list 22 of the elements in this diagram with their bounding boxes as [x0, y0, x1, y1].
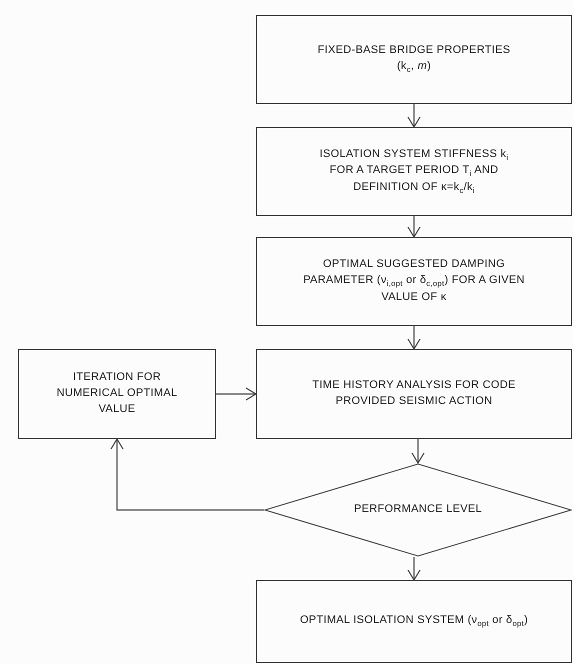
box-text: PERFORMANCE LEVEL [353, 502, 483, 518]
arrow [411, 439, 425, 464]
arrow [407, 216, 421, 238]
box-text: FIXED-BASE BRIDGE PROPERTIES [316, 43, 512, 58]
process-box [18, 349, 216, 439]
decision-diamond [264, 463, 572, 557]
box-text: OPTIMAL SUGGESTED DAMPING PARAMETER (ν$_{i,opt}$ or δ$_{c,opt}$) FOR A GIVEN VALUE OF κ [302, 257, 526, 305]
parameter-text: (k$_{c}$, m) [396, 59, 432, 76]
process-box [256, 15, 572, 104]
arrow [407, 326, 421, 350]
box-text: ISOLATION SYSTEM STIFFNESS k$_{i}$ FOR A TARGET PERIOD T$_{i}$ AND DEFINITION OF κ=k$_{c}$/k$_{i}$ [318, 146, 510, 196]
process-box [256, 349, 572, 439]
arrow [407, 557, 421, 581]
box-text: OPTIMAL ISOLATION SYSTEM (ν$_{opt}$ or δ$_{opt}$) [298, 613, 530, 630]
process-box [256, 580, 572, 663]
process-box [256, 237, 572, 326]
arrow [216, 387, 257, 401]
process-box [256, 127, 572, 216]
box-text: TIME HISTORY ANALYSIS FOR CODE PROVIDED SEISMIC ACTION [311, 378, 517, 409]
box-text: ITERATION FOR NUMERICAL OPTIMAL VALUE [56, 370, 178, 417]
arrow [407, 104, 421, 128]
arrow [110, 438, 264, 511]
